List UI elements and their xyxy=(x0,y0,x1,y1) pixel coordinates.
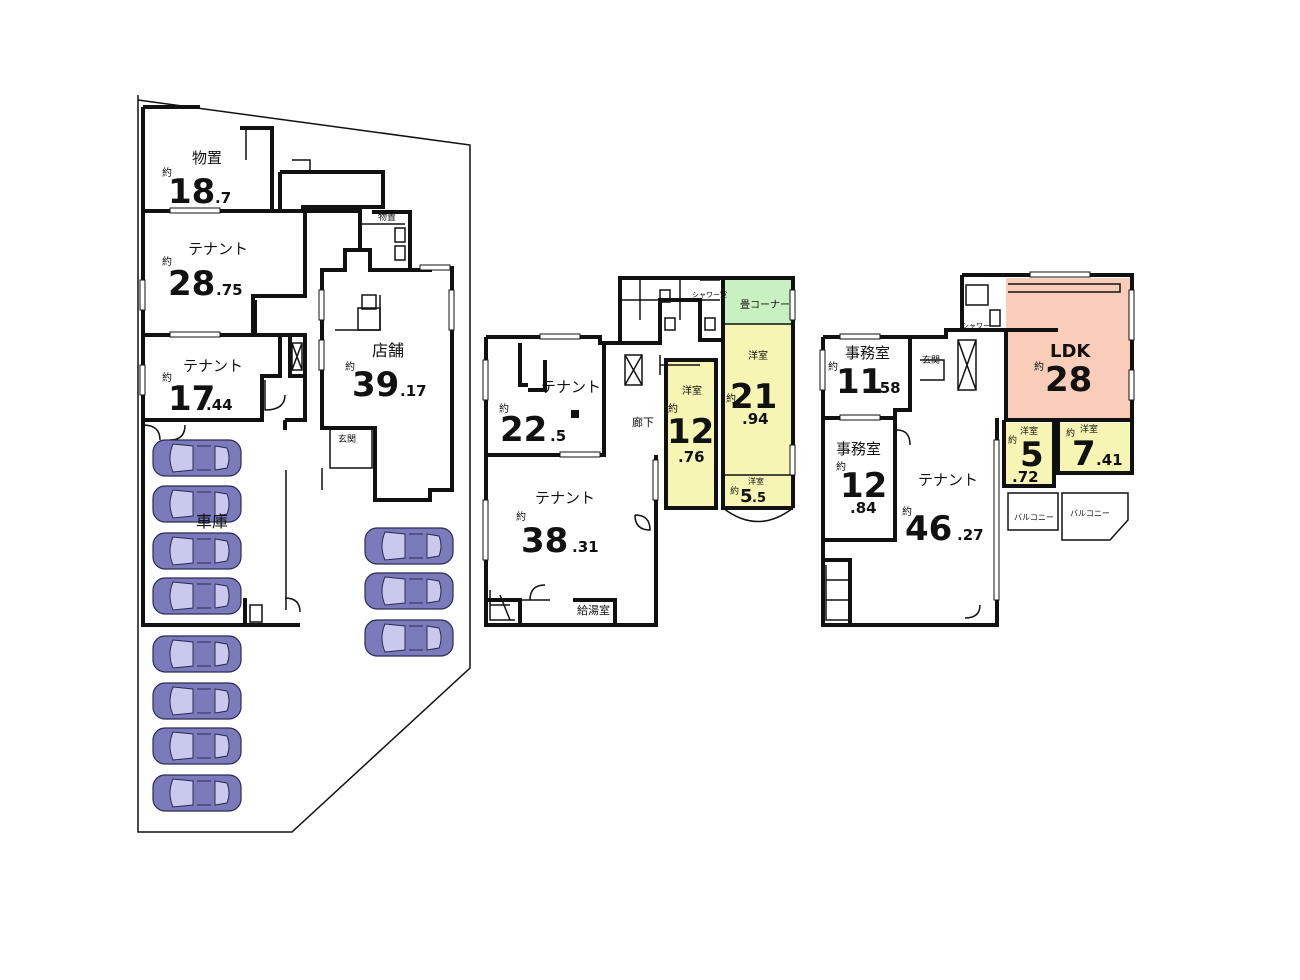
label-store: 店舗 xyxy=(372,341,404,360)
label-tenant-b: テナント xyxy=(183,357,243,375)
label-storage: 物置 xyxy=(192,149,222,167)
label-tenant-a: テナント xyxy=(188,240,248,258)
approx-f2-you-a: 約 xyxy=(668,402,678,415)
garage-car-4 xyxy=(152,577,242,615)
area-ldk-int: 28 xyxy=(1045,360,1092,400)
approx-f3-office-b: 約 xyxy=(836,460,846,473)
area-f3-you-b-int: 7 xyxy=(1072,434,1096,474)
approx-ldk: 約 xyxy=(1034,360,1044,373)
area-tenant-a-int: 28 xyxy=(168,264,215,304)
label-balcony-b: バルコニー xyxy=(1070,509,1110,518)
area-f2-you-b-dec: .94 xyxy=(742,410,769,428)
f3-you-b-fill xyxy=(1058,423,1130,473)
approx-f2-you-b: 約 xyxy=(726,392,736,405)
area-f3-office-b-dec: .84 xyxy=(850,499,877,517)
store-room xyxy=(320,248,454,502)
area-f3-you-a-int: 5 xyxy=(1020,435,1044,475)
area-f2-you-c-dec: .5 xyxy=(752,491,766,506)
area-f2-you-c-int: 5 xyxy=(740,486,753,507)
ldk-fill xyxy=(1006,278,1132,418)
area-f3-office-a-dec: .58 xyxy=(874,379,901,397)
youshitsu-a-fill xyxy=(666,360,716,508)
label-f3-office-a: 事務室 xyxy=(845,344,890,362)
area-f3-tenant-int: 46 xyxy=(905,509,952,549)
approx-storage: 約 xyxy=(162,166,172,179)
area-f3-office-b-int: 12 xyxy=(840,466,887,506)
area-f2-tenant-b-dec: .31 xyxy=(572,538,599,556)
label-garage: 車庫 xyxy=(196,512,228,531)
label-ldk: LDK xyxy=(1050,341,1091,362)
label-kyuto: 給湯室 xyxy=(577,603,610,617)
area-f3-office-a-int: 11 xyxy=(836,362,883,402)
area-f3-you-a-dec: .72 xyxy=(1012,468,1039,486)
label-f2-tenant-b: テナント xyxy=(535,489,595,507)
label-f3-you-a: 洋室 xyxy=(1020,425,1038,437)
approx-f3-tenant: 約 xyxy=(902,505,912,518)
area-tenant-a-dec: .75 xyxy=(216,281,243,299)
label-f3-office-b: 事務室 xyxy=(836,440,881,458)
area-storage-dec: .7 xyxy=(215,189,231,207)
floor-1: 物置 約 18 .7 テナント 約 28 .75 テナント 約 17 .44 店… xyxy=(137,95,471,833)
label-shower-f2: シャワー室 xyxy=(692,290,727,299)
label-genkan-f1: 玄関 xyxy=(338,433,356,445)
area-f2-you-b-int: 21 xyxy=(730,377,777,417)
area-store-dec: .17 xyxy=(400,382,427,400)
label-f3-tenant: テナント xyxy=(918,471,978,489)
area-f2-tenant-a-dec: .5 xyxy=(550,427,566,445)
label-f2-you-a: 洋室 xyxy=(682,384,702,397)
parking-car-2 xyxy=(152,682,242,720)
parking-car-5 xyxy=(364,527,454,565)
label-tatami: 畳コーナー xyxy=(740,299,790,311)
garage-car-1 xyxy=(152,439,242,477)
label-balcony-a: バルコニー xyxy=(1014,513,1054,522)
area-f2-tenant-b-int: 38 xyxy=(521,521,568,561)
garage xyxy=(141,420,245,627)
approx-f2-tenant-b: 約 xyxy=(516,510,526,523)
f3-you-a-fill xyxy=(1004,423,1054,486)
parking-car-1 xyxy=(152,635,242,673)
label-f3-you-b: 洋室 xyxy=(1080,423,1098,435)
youshitsu-c-fill xyxy=(723,475,793,508)
approx-f3-office-a: 約 xyxy=(828,360,838,373)
floor-3: 事務室 約 11 .58 事務室 約 12 .84 テナント 約 46 .27 … xyxy=(819,271,1135,627)
parking-car-6 xyxy=(364,572,454,610)
label-f2-you-b: 洋室 xyxy=(748,349,768,362)
label-storage-small: 物置 xyxy=(378,211,396,223)
garage-car-3 xyxy=(152,532,242,570)
area-f2-tenant-a-int: 22 xyxy=(500,410,547,450)
site-boundary xyxy=(137,95,471,833)
approx-f2-you-c: 約 xyxy=(730,485,739,497)
approx-f3-you-b: 約 xyxy=(1066,427,1075,439)
approx-f2-tenant-a: 約 xyxy=(499,402,509,415)
area-tenant-b-dec: .44 xyxy=(206,396,233,414)
approx-tenant-a: 約 xyxy=(162,255,172,268)
area-tenant-b-int: 17 xyxy=(168,379,215,419)
area-f2-you-a-dec: .76 xyxy=(678,448,705,466)
area-store-int: 39 xyxy=(352,365,399,405)
area-f3-you-b-dec: .41 xyxy=(1096,451,1123,469)
area-f3-tenant-dec: .27 xyxy=(957,526,984,544)
floor-2: テナント 約 22 .5 テナント 約 38 .31 廊下 給湯室 シャワー室 … xyxy=(482,276,796,627)
label-corridor: 廊下 xyxy=(632,415,654,429)
area-f2-you-a-int: 12 xyxy=(667,412,714,452)
parking-car-4 xyxy=(152,774,242,812)
label-genkan-f3: 玄関 xyxy=(922,354,940,366)
approx-store: 約 xyxy=(345,360,355,373)
parking-car-3 xyxy=(152,727,242,765)
approx-tenant-b: 約 xyxy=(162,371,172,384)
label-f2-you-c: 洋室 xyxy=(748,476,764,486)
area-storage-int: 18 xyxy=(168,172,215,212)
tatami-corner-fill xyxy=(723,278,793,324)
label-f2-tenant-a: テナント xyxy=(541,378,601,396)
approx-f3-you-a: 約 xyxy=(1008,434,1017,446)
tenant-room-b xyxy=(141,337,282,422)
label-shower-f3: シャワー xyxy=(962,322,990,330)
parking-car-7 xyxy=(364,619,454,657)
